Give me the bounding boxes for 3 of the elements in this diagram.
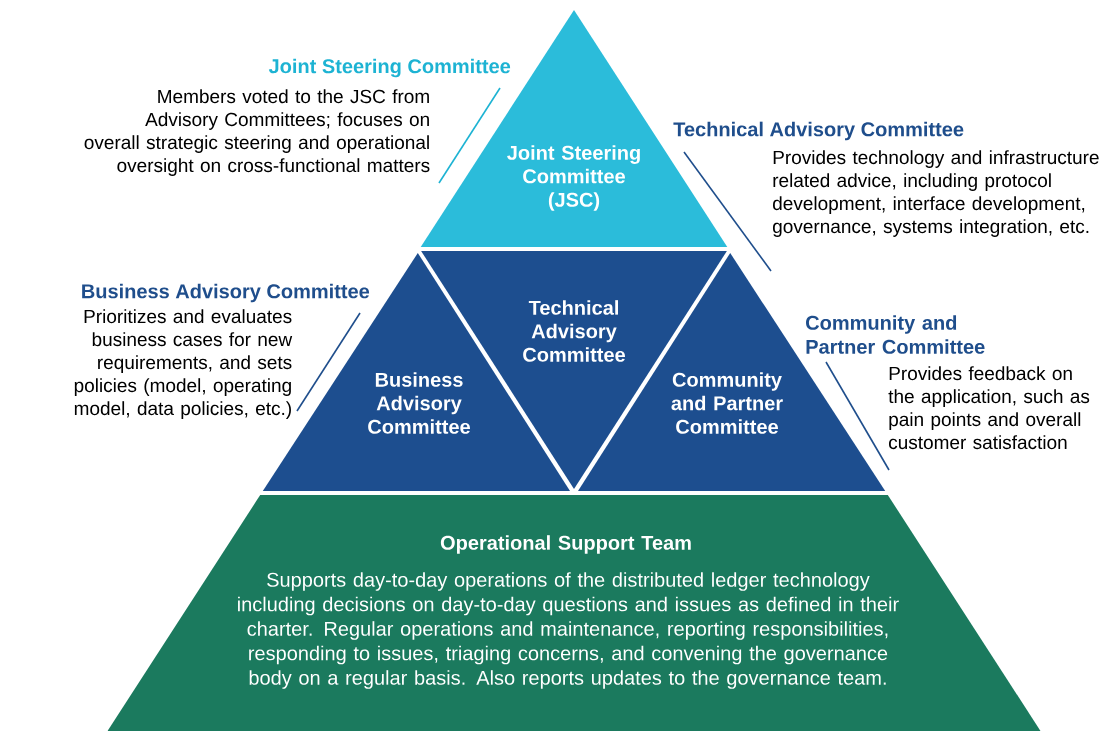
pyramid-base: Operational Support Team Supports day-to-day operations of the distributed ledger technology including decisions on day-to-day questions and issues as defined in their charter. Regular operations and maintenance, reporting responsibilities, responding to issues, triaging concerns, and convening the governance body on a regular basis. Also reports updates to the governance team. bbox=[107, 495, 1041, 731]
description-text: Provides technology and infrastructure related advice, including protocol development, interface development, governance, systems integration, etc. bbox=[773, 150, 1099, 237]
description-text: Provides feedback on the application, such as pain points and overall customer satisfaction bbox=[888, 366, 1090, 450]
